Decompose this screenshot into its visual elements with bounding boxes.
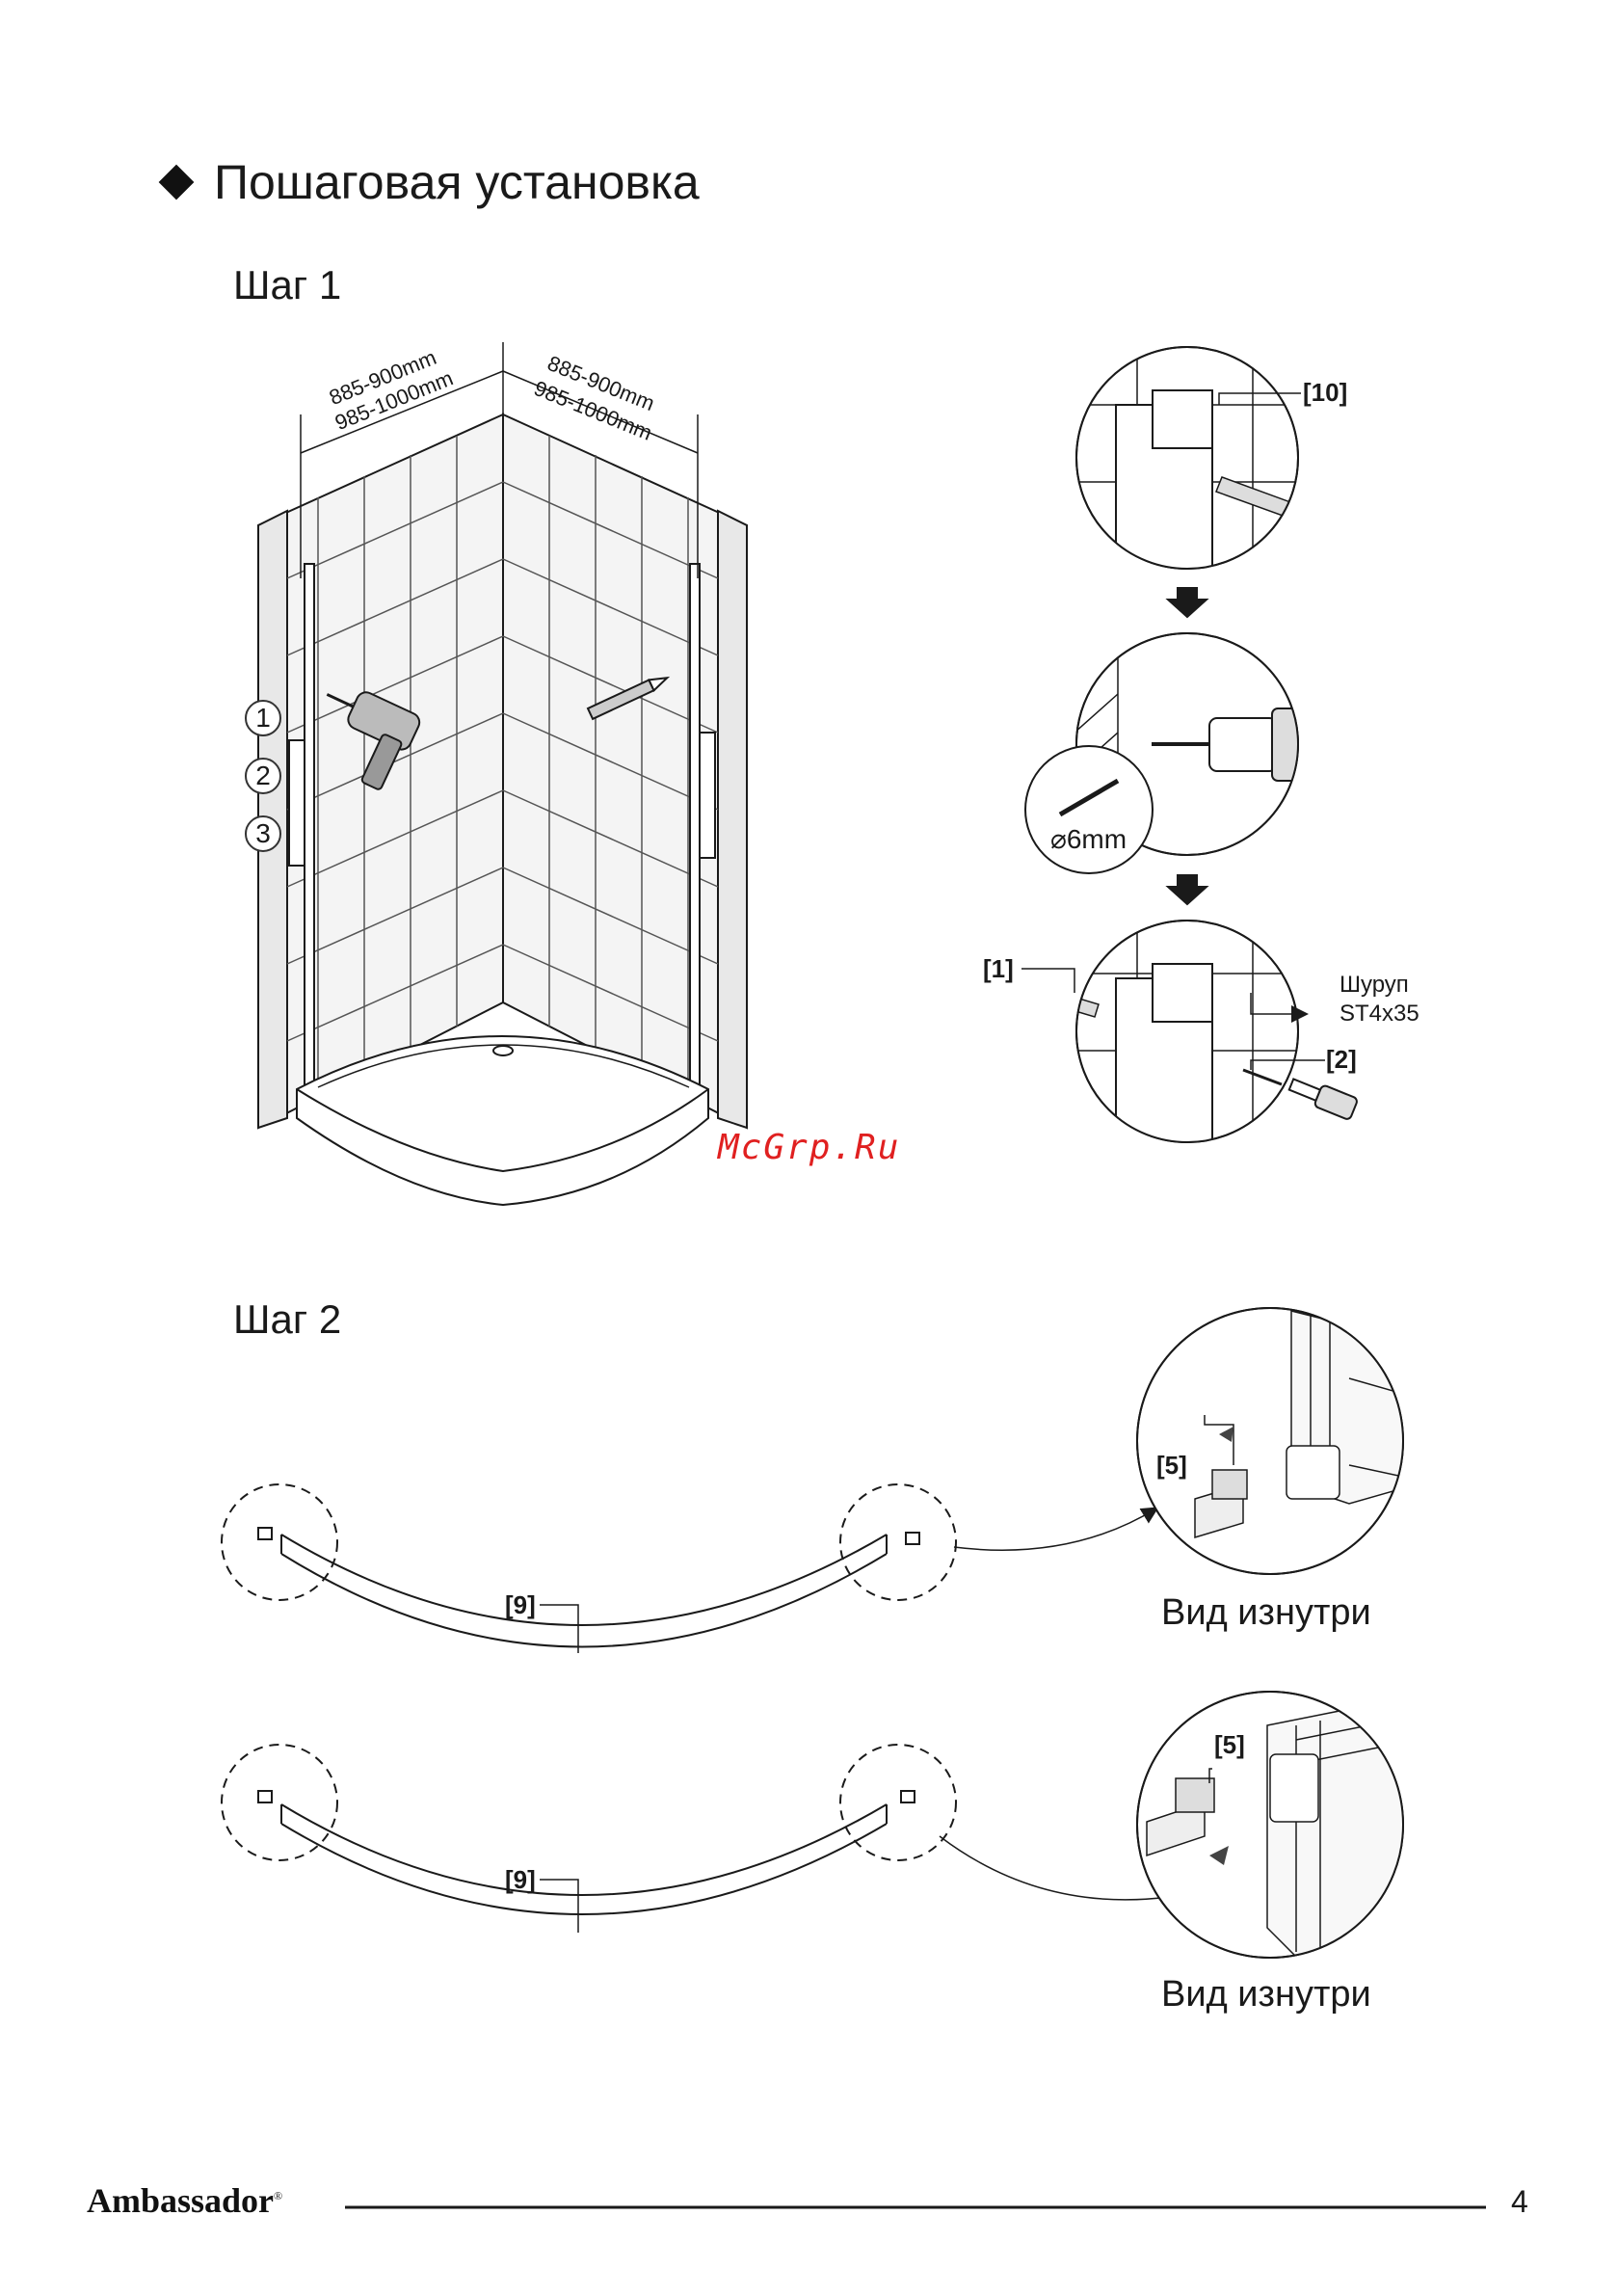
label-part-1: [1] — [983, 954, 1014, 984]
inside-view-label-upper: Вид изнутри — [1161, 1592, 1371, 1634]
label-part-5-upper: [5] — [1156, 1451, 1187, 1481]
label-part-5-lower: [5] — [1214, 1730, 1245, 1760]
brand-mark: ® — [274, 2189, 282, 2203]
arrow-down-2 — [1168, 875, 1207, 904]
shower-tray — [297, 1036, 708, 1205]
left-bracket — [289, 740, 305, 866]
left-wall-profile — [305, 564, 314, 1094]
label-part-10: [10] — [1303, 378, 1347, 408]
callout-2: 2 — [245, 758, 281, 794]
brand-logo: Ambassador® — [87, 2180, 282, 2221]
detail-inside-view-upper — [1137, 1308, 1417, 1574]
watermark: McGrp.Ru — [718, 1128, 900, 1167]
label-part-9-lower: [9] — [505, 1865, 536, 1895]
detail-screw-mount — [1056, 916, 1358, 1152]
diameter-symbol: ⌀ — [1050, 824, 1067, 854]
brand-name: Ambassador — [87, 2181, 274, 2220]
drill-size-label: ⌀6mm — [1050, 823, 1127, 855]
diamond-bullet-icon — [159, 165, 195, 200]
callout-3: 3 — [245, 815, 281, 852]
drain — [493, 1046, 513, 1055]
lower-arc-profile — [222, 1745, 1219, 1933]
shower-enclosure-drawing — [258, 342, 747, 1205]
leader-1 — [1021, 969, 1074, 993]
right-wall-profile — [690, 564, 700, 1094]
inside-view-label-lower: Вид изнутри — [1161, 1974, 1371, 2016]
drill-size-value: 6mm — [1067, 824, 1127, 854]
arrow-down-1 — [1168, 588, 1207, 617]
page-title-text: Пошаговая установка — [214, 154, 700, 210]
page-number: 4 — [1511, 2184, 1528, 2220]
page-title: Пошаговая установка — [164, 154, 700, 210]
label-part-9-upper: [9] — [505, 1590, 536, 1620]
step1-heading: Шаг 1 — [233, 262, 341, 308]
leader-9-lower — [540, 1880, 578, 1933]
screw-label: Шуруп — [1339, 972, 1409, 999]
right-bracket — [700, 733, 715, 858]
callout-1: 1 — [245, 700, 281, 736]
step2-heading: Шаг 2 — [233, 1296, 341, 1343]
detail-inside-view-lower — [1137, 1692, 1417, 1958]
detail-mark-profile — [1074, 347, 1301, 578]
upper-arc-profile — [222, 1484, 1156, 1653]
screw-spec: ST4x35 — [1339, 1001, 1419, 1028]
label-part-2: [2] — [1326, 1045, 1357, 1075]
